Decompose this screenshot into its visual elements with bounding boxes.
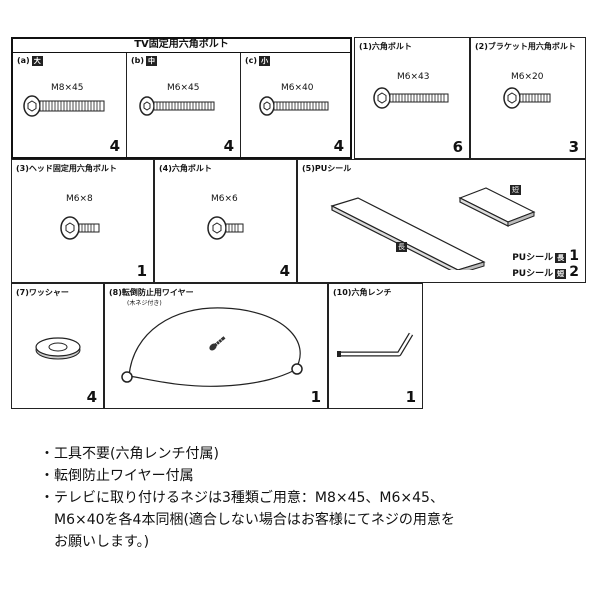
part-qty-1: 6 [452,138,463,156]
note-line: ・テレビに取り付けるネジは3種類ご用意：M8×45、M6×45、 [40,490,444,506]
part-label-3: (3)ヘッド固定用六角ボルト [16,164,117,173]
bolt-icon [207,216,244,240]
part-qty-2: 3 [568,138,579,156]
pu-long-qty-row: PUシール長 1 [512,248,579,264]
washer-icon [35,337,81,360]
part-cell-b: (b)中 M6×45 4 [127,53,241,157]
part-size-2: M6×20 [511,72,544,82]
tv-bolts-group [11,37,352,159]
feature-notes: ・工具不要(六角レンチ付属) ・転倒防止ワイヤー付属 ・テレビに取り付けるネジは… [40,443,455,553]
bolt-icon [23,95,105,117]
bolt-icon [259,96,329,116]
note-line: お願いします。) [40,534,150,550]
part-label-7: (7)ワッシャー [16,288,69,297]
bolt-icon [139,96,215,116]
part-qty-b: 4 [223,137,234,155]
part-cell-2: (2)ブラケット用六角ボルト M6×20 3 [470,37,586,159]
hex-wrench-icon [337,332,414,357]
pu-short-tag: 短 [510,185,521,195]
part-cell-1: (1)六角ボルト M6×43 6 [354,37,470,159]
part-qty-c: 4 [333,137,344,155]
part-label-8: (8)転倒防止用ワイヤー [109,288,194,297]
part-cell-8: (8)転倒防止用ワイヤー (木ネジ付き) 1 [104,283,328,409]
bolt-icon [60,216,100,240]
bolt-icon [503,87,551,109]
bolt-icon [373,87,449,109]
part-qty-7: 4 [86,388,97,406]
part-qty-10: 1 [405,388,416,406]
part-label-1: (1)六角ボルト [359,42,412,51]
part-label-b: (b)中 [131,56,158,66]
note-line: ・工具不要(六角レンチ付属) [40,446,219,462]
wire-icon [121,307,303,387]
part-qty-a: 4 [109,137,120,155]
tv-bolts-title: TV固定用六角ボルト [11,37,352,53]
part-cell-7: (7)ワッシャー 4 [11,283,104,409]
part-qty-3: 1 [136,262,147,280]
note-line: M6×40を各4本同梱(適合しない場合はお客様にてネジの用意を [40,512,455,528]
part-qty-8: 1 [310,388,321,406]
part-label-5: (5)PUシール [302,164,352,173]
part-cell-4: (4)六角ボルト M6×6 4 [154,159,297,283]
part-size-c: M6×40 [281,83,314,93]
pu-seal-icon [330,187,536,270]
part-size-4: M6×6 [211,194,238,204]
part-label-a: (a)大 [17,56,43,66]
note-line: ・転倒防止ワイヤー付属 [40,468,194,484]
part-note-8: (木ネジ付き) [127,300,162,307]
part-label-c: (c)小 [245,56,271,66]
part-label-10: (10)六角レンチ [333,288,392,297]
part-qty-4: 4 [279,262,290,280]
pu-long-tag: 長 [396,242,407,252]
part-cell-3: (3)ヘッド固定用六角ボルト M6×8 1 [11,159,154,283]
part-cell-a: (a)大 M8×45 4 [13,53,127,157]
part-size-3: M6×8 [66,194,93,204]
part-label-2: (2)ブラケット用六角ボルト [475,42,576,51]
part-cell-5: (5)PUシール 長 短 PUシール長 1 PUシール短 2 [297,159,586,283]
part-size-a: M8×45 [51,83,84,93]
part-cell-c: (c)小 M6×40 4 [241,53,350,157]
part-size-b: M6×45 [167,83,200,93]
part-label-4: (4)六角ボルト [159,164,212,173]
part-cell-10: (10)六角レンチ 1 [328,283,423,409]
part-size-1: M6×43 [397,72,430,82]
pu-short-qty-row: PUシール短 2 [512,264,579,280]
